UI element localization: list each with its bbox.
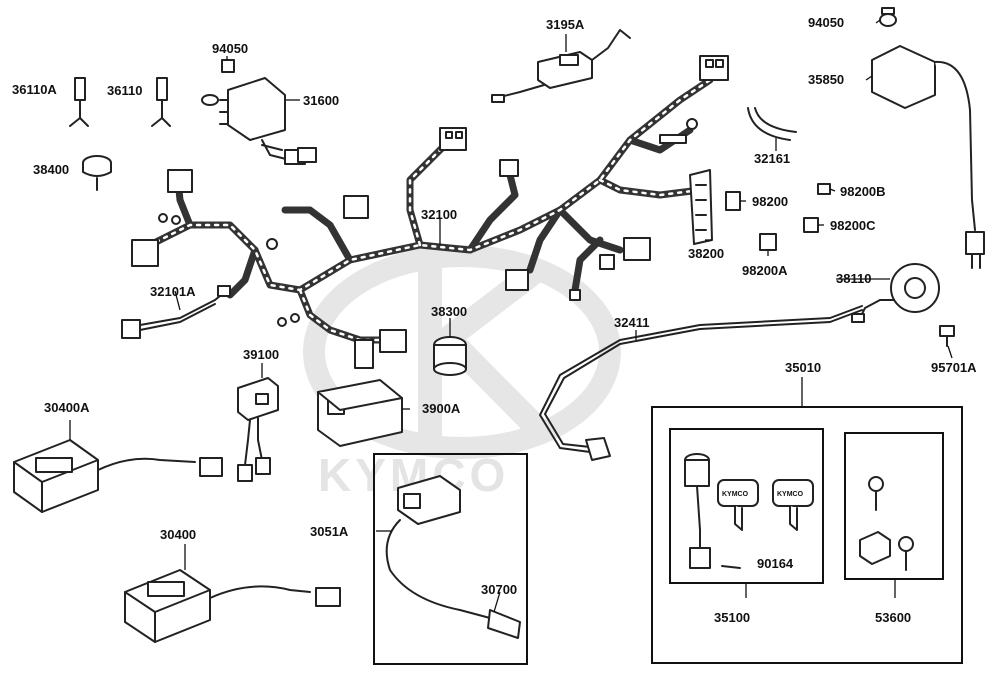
bolt-95701A xyxy=(939,325,955,347)
key-brand-tag: KYMCO xyxy=(777,491,804,498)
part-label-38110: 38110 xyxy=(836,271,872,286)
part-label-36110: 36110 xyxy=(107,83,143,98)
strap-32161 xyxy=(747,107,797,141)
part-label-32411: 32411 xyxy=(614,315,650,330)
part-label-35010: 35010 xyxy=(785,360,822,375)
cable-32411 xyxy=(539,305,863,461)
part-label-30700: 30700 xyxy=(481,582,518,597)
part-label-32101A: 32101A xyxy=(150,284,196,299)
module-3195A xyxy=(491,29,631,103)
group-frame-53600 xyxy=(844,432,944,580)
part-label-3900A: 3900A xyxy=(422,401,461,416)
relay-39100 xyxy=(237,377,279,482)
part-label-38300: 38300 xyxy=(431,304,468,319)
part-label-32100: 32100 xyxy=(421,207,458,222)
part-label-35100: 35100 xyxy=(714,610,751,625)
part-label-3195A: 3195A xyxy=(546,17,585,32)
part-label-31600: 31600 xyxy=(303,93,340,108)
bulb-36110 xyxy=(151,77,171,127)
buzzer-38400 xyxy=(82,155,112,191)
part-label-38400: 38400 xyxy=(33,162,70,177)
part-label-94050-right: 94050 xyxy=(808,15,845,30)
nut-94050-top xyxy=(201,59,235,106)
part-label-30400A: 30400A xyxy=(44,400,90,415)
part-label-95701A: 95701A xyxy=(931,360,977,375)
part-label-98200B: 98200B xyxy=(840,184,886,199)
starter-relay-35850 xyxy=(871,7,985,269)
ignition-coil-3051A xyxy=(385,475,521,639)
sub-harness-32101A xyxy=(121,285,231,339)
part-label-30400: 30400 xyxy=(160,527,197,542)
part-label-90164: 90164 xyxy=(757,556,794,571)
ecu-30400A xyxy=(13,439,223,513)
part-label-38200: 38200 xyxy=(688,246,725,261)
switch-38300 xyxy=(433,336,467,376)
part-label-94050-top: 94050 xyxy=(212,41,249,56)
key-set-35100 xyxy=(684,453,814,569)
group-frame-35100 xyxy=(669,428,824,584)
group-frame-35010 xyxy=(651,406,963,664)
horn-38110 xyxy=(851,263,940,323)
part-label-3051A: 3051A xyxy=(310,524,349,539)
ecu-30400 xyxy=(124,569,341,643)
lock-set-53600 xyxy=(859,476,914,571)
key-brand-tag: KYMCO xyxy=(722,491,749,498)
part-label-98200: 98200 xyxy=(752,194,789,209)
part-label-32161: 32161 xyxy=(754,151,791,166)
bulb-36110A xyxy=(69,77,89,127)
group-frame-3051A xyxy=(373,453,528,665)
cdi-3900A xyxy=(317,379,403,447)
regulator-31600 xyxy=(219,77,317,165)
part-label-36110A: 36110A xyxy=(12,82,57,97)
part-label-35850: 35850 xyxy=(808,72,845,87)
part-label-53600: 53600 xyxy=(875,610,912,625)
harness-connectors xyxy=(131,55,729,369)
part-label-98200C: 98200C xyxy=(830,218,876,233)
part-label-39100: 39100 xyxy=(243,347,280,362)
part-label-98200A: 98200A xyxy=(742,263,788,278)
